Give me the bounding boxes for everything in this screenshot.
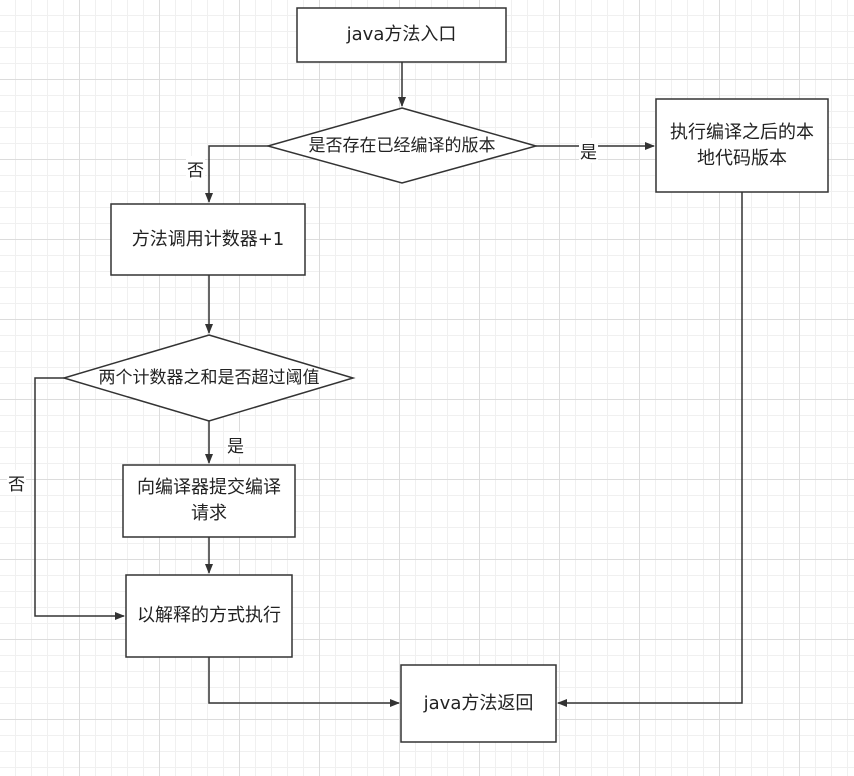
start-box bbox=[296, 7, 507, 63]
edge-compiled-to-return bbox=[557, 192, 743, 707]
edge-check-no bbox=[205, 145, 268, 203]
increment-counter-label: 方法调用计数器+1 bbox=[131, 228, 285, 250]
edge-label-threshold-no: 否 bbox=[7, 470, 26, 495]
return-label: java方法返回 bbox=[423, 692, 534, 714]
increment-counter-box bbox=[110, 203, 306, 276]
threshold-label: 两个计数器之和是否超过阈值 bbox=[98, 368, 320, 388]
execute-compiled-box bbox=[655, 98, 829, 193]
check-compiled-label: 是否存在已经编译的版本 bbox=[308, 136, 496, 156]
interpret-box bbox=[125, 574, 293, 658]
edge-interpret-to-return bbox=[208, 657, 400, 707]
check-compiled-diamond bbox=[265, 107, 539, 184]
submit-compile-label: 向编译器提交编译请求 bbox=[137, 477, 281, 524]
edge-label-threshold-yes: 是 bbox=[226, 432, 245, 457]
start-label: java方法入口 bbox=[346, 24, 457, 45]
execute-compiled-label: 执行编译之后的本地代码版本 bbox=[670, 121, 814, 169]
edge-label-compiled-yes: 是 bbox=[579, 138, 598, 163]
interpret-label: 以解释的方式执行 bbox=[137, 605, 281, 626]
edge-label-compiled-no: 否 bbox=[186, 156, 205, 181]
submit-compile-box bbox=[122, 464, 296, 538]
return-box bbox=[400, 664, 557, 743]
edge-threshold-no bbox=[34, 377, 125, 620]
